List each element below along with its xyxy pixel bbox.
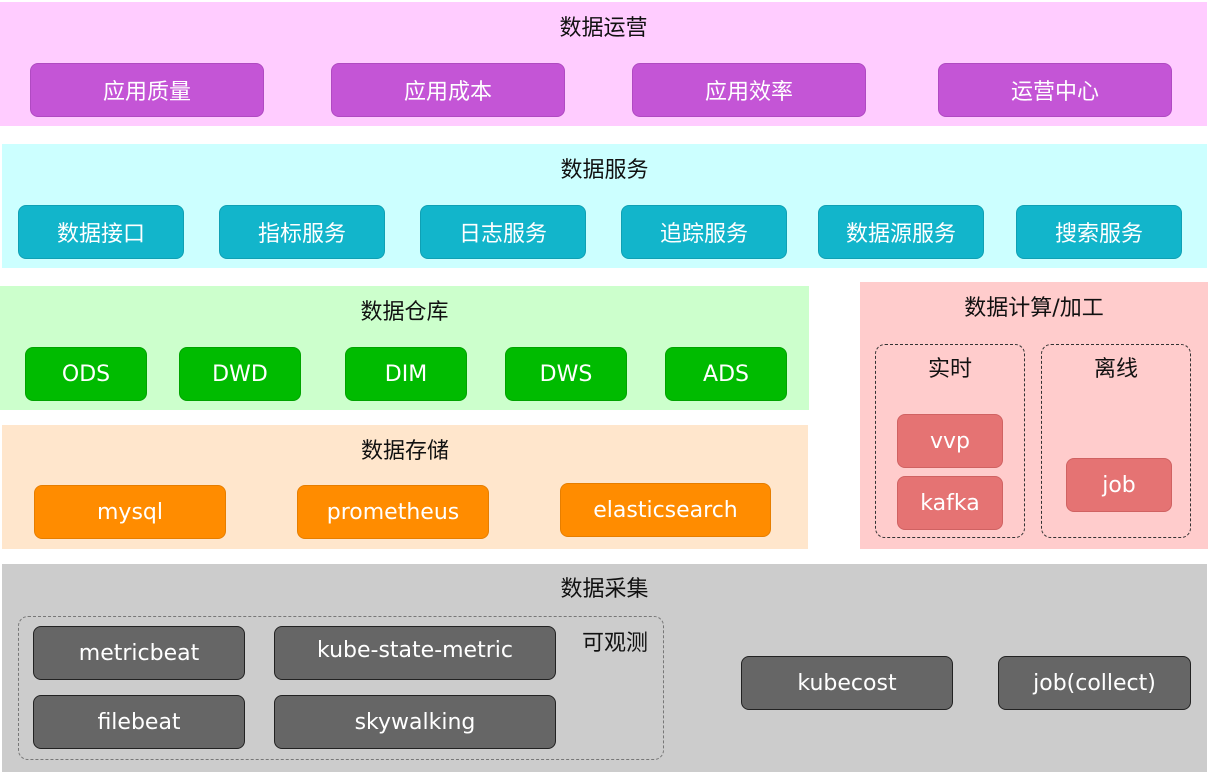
observability-label: 可观测: [582, 631, 649, 656]
data-collection-title: 数据采集: [560, 577, 649, 602]
kafka-box: kafka: [897, 476, 1003, 530]
job-collect-box: job(collect): [998, 656, 1191, 710]
ods-box: ODS: [25, 347, 147, 401]
data-api-box: 数据接口: [18, 205, 184, 259]
data-service-title: 数据服务: [560, 158, 649, 183]
prometheus-box: prometheus: [297, 485, 489, 539]
mysql-box: mysql: [34, 485, 226, 539]
offline-label: 离线: [1093, 357, 1138, 382]
offline-job-box: job: [1066, 458, 1172, 512]
dwd-box: DWD: [179, 347, 301, 401]
dws-box: DWS: [505, 347, 627, 401]
skywalking-box: skywalking: [274, 695, 556, 749]
ads-box: ADS: [665, 347, 787, 401]
search-service-box: 搜索服务: [1016, 205, 1182, 259]
log-service-box: 日志服务: [420, 205, 586, 259]
trace-service-box: 追踪服务: [621, 205, 787, 259]
app-efficiency-box: 应用效率: [632, 63, 866, 117]
data-storage-title: 数据存储: [360, 439, 449, 464]
elasticsearch-box: elasticsearch: [560, 483, 771, 537]
vvp-box: vvp: [897, 414, 1003, 468]
data-warehouse-layer: 数据仓库 ODS DWD DIM DWS ADS: [0, 286, 809, 410]
data-storage-layer: 数据存储 mysql prometheus elasticsearch: [2, 425, 808, 549]
offline-group: [1041, 344, 1191, 538]
data-warehouse-title: 数据仓库: [360, 300, 449, 325]
metricbeat-box: metricbeat: [33, 626, 245, 680]
data-compute-title: 数据计算/加工: [964, 296, 1104, 321]
data-service-layer: 数据服务 数据接口 指标服务 日志服务 追踪服务 数据源服务 搜索服务: [2, 144, 1207, 268]
data-compute-layer: 数据计算/加工 实时 vvp kafka 离线 job: [860, 282, 1208, 549]
dim-box: DIM: [345, 347, 467, 401]
data-collection-layer: 数据采集 可观测 metricbeat kube-state-metric fi…: [2, 564, 1207, 772]
app-quality-box: 应用质量: [30, 63, 264, 117]
realtime-group: [875, 344, 1025, 538]
realtime-label: 实时: [927, 357, 972, 382]
filebeat-box: filebeat: [33, 695, 245, 749]
app-cost-box: 应用成本: [331, 63, 565, 117]
operations-center-box: 运营中心: [938, 63, 1172, 117]
data-operations-layer: 数据运营 应用质量 应用成本 应用效率 运营中心: [0, 2, 1207, 126]
data-operations-title: 数据运营: [559, 16, 648, 41]
kubecost-box: kubecost: [741, 656, 953, 710]
kube-state-metric-box: kube-state-metric: [274, 626, 556, 680]
metrics-service-box: 指标服务: [219, 205, 385, 259]
observability-group: [18, 616, 664, 760]
datasource-service-box: 数据源服务: [818, 205, 984, 259]
